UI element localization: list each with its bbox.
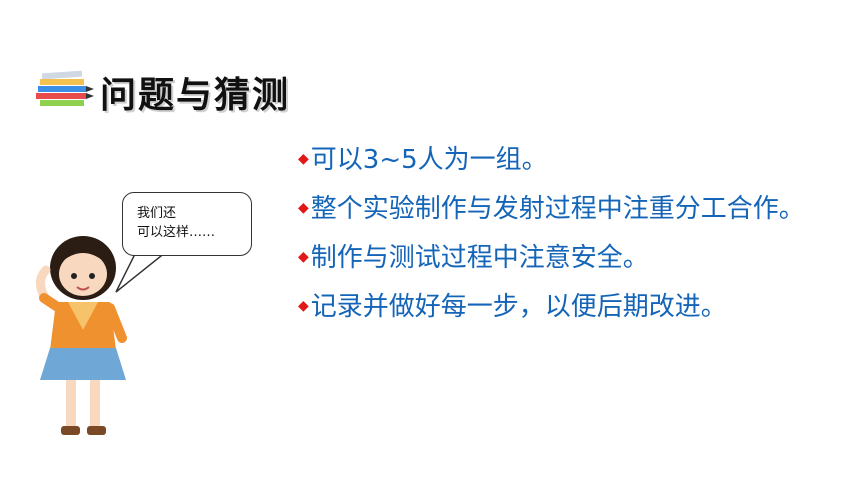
speech-line: 可以这样…… bbox=[137, 225, 216, 240]
bullet-item: ◆制作与测试过程中注意安全。 bbox=[298, 238, 838, 277]
pencils-icon bbox=[36, 70, 94, 106]
diamond-icon: ◆ bbox=[298, 298, 309, 314]
page-title: 问题与猜测 bbox=[100, 75, 291, 116]
bullet-list: ◆可以3~5人为一组。 ◆整个实验制作与发射过程中注重分工合作。 ◆制作与测试过… bbox=[298, 140, 838, 336]
bullet-item: ◆可以3~5人为一组。 bbox=[298, 140, 838, 179]
bullet-text: 制作与测试过程中注意安全。 bbox=[310, 243, 649, 273]
diamond-icon: ◆ bbox=[298, 200, 309, 216]
bullet-text: 整个实验制作与发射过程中注重分工合作。 bbox=[310, 194, 805, 224]
speech-bubble: 我们还 可以这样…… bbox=[122, 192, 252, 256]
bullet-text: 记录并做好每一步，以便后期改进。 bbox=[310, 292, 727, 322]
bullet-text: 可以3~5人为一组。 bbox=[310, 145, 548, 175]
diamond-icon: ◆ bbox=[298, 249, 309, 265]
girl-illustration bbox=[36, 236, 127, 435]
diamond-icon: ◆ bbox=[298, 151, 309, 167]
bullet-item: ◆记录并做好每一步，以便后期改进。 bbox=[298, 287, 838, 326]
bullet-item: ◆整个实验制作与发射过程中注重分工合作。 bbox=[298, 189, 838, 228]
speech-line: 我们还 bbox=[137, 206, 177, 221]
